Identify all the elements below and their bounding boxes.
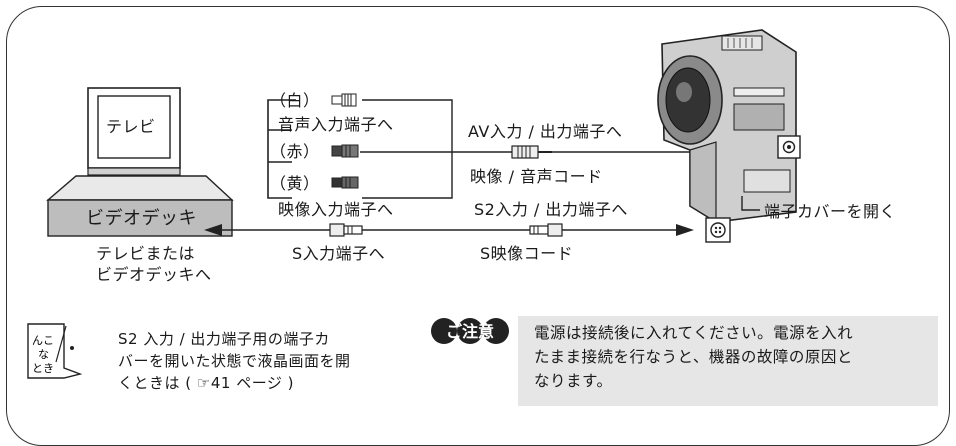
destination-line2: ビデオデッキへ — [96, 265, 212, 284]
video-input-label: 映像入力端子へ — [278, 200, 394, 219]
s2-port-label: S2入力 / 出力端子へ — [474, 200, 628, 219]
tip-icon: んこ な とき — [26, 322, 82, 380]
vcr-label: ビデオデッキ — [86, 208, 197, 229]
svg-text:とき: とき — [32, 362, 54, 375]
yellow-plug-label: （黄） — [270, 174, 320, 193]
tv-label: テレビ — [106, 117, 156, 136]
tip-line3: くときは ( ☞41 ページ ) — [118, 374, 295, 392]
destination-line1: テレビまたは — [96, 244, 196, 263]
caution-box: 電源は接続後に入れてください。電源を入れ たまま接続を行なうと、機器の故障の原因… — [518, 316, 938, 406]
vcr-illustration — [46, 175, 234, 237]
rca-plug-yellow — [331, 176, 359, 189]
caution-line2: たまま接続を行なうと、機器の故障の原因と — [534, 348, 853, 366]
tip-line2: バーを開いた状態で液晶画面を開 — [118, 352, 351, 370]
audio-input-label: 音声入力端子へ — [278, 115, 394, 134]
caution-badge-text: ご注意 — [446, 322, 494, 341]
caution-line3: なります。 — [534, 372, 613, 390]
caution-line1: 電源は接続後に入れてください。電源を入れ — [534, 324, 854, 342]
rca-plug-red — [331, 144, 359, 158]
s-plug-left — [329, 223, 363, 237]
av-port-label: AV入力 / 出力端子へ — [468, 122, 623, 141]
s-input-label: S入力端子へ — [292, 244, 386, 263]
svg-text:んこ: んこ — [32, 334, 54, 347]
tip-text: S2 入力 / 出力端子用の端子カ バーを開いた状態で液晶画面を開 くときは (… — [118, 328, 418, 394]
av-cord-label: 映像 / 音声コード — [470, 167, 603, 186]
white-plug-label: （白） — [270, 91, 320, 110]
terminal-cover-label: 端子カバーを開く — [764, 202, 897, 221]
tip-line1: S2 入力 / 出力端子用の端子カ — [118, 330, 330, 348]
camcorder-illustration — [657, 29, 801, 243]
svg-text:な: な — [38, 348, 49, 361]
s-plug-right — [529, 223, 563, 237]
red-plug-label: （赤） — [270, 142, 320, 161]
connection-diagram — [46, 29, 801, 243]
s-cord-label: S映像コード — [480, 244, 574, 263]
rca-plug-white — [331, 93, 357, 107]
